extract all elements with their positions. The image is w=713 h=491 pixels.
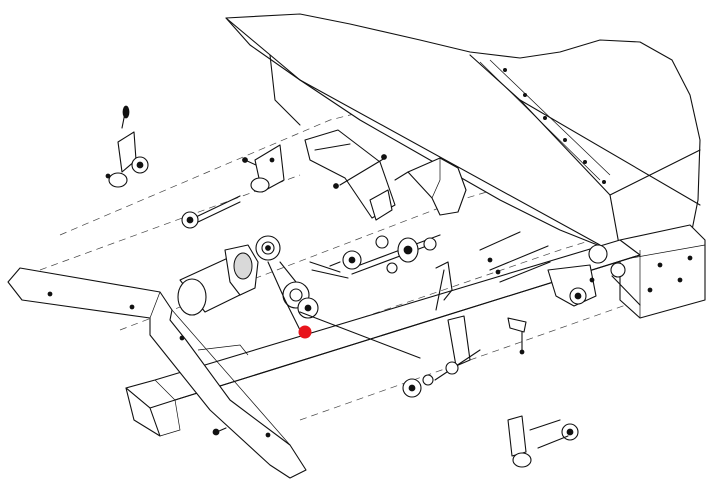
belt-shield	[394, 157, 467, 216]
adjuster-pin	[507, 317, 527, 355]
curved-arm-guard	[7, 267, 307, 479]
housing-rivets	[502, 68, 607, 184]
vertical-bracket-right	[402, 261, 481, 398]
idler-sprocket-left	[255, 235, 281, 261]
machine-housing	[225, 13, 706, 319]
tensioner-bracket-top-left	[105, 105, 149, 188]
small-sprocket-upper	[181, 195, 241, 229]
mounting-plate-center	[304, 129, 396, 221]
main-shaft-assembly	[299, 234, 441, 359]
tensioner-bracket-bottom-right	[507, 415, 579, 468]
callout-marker	[298, 325, 312, 339]
double-sprocket-center	[267, 261, 319, 331]
drive-bracket-right	[547, 244, 641, 307]
threaded-rods-right	[479, 231, 551, 283]
drive-motor	[177, 244, 259, 316]
bearing-bracket-upper	[242, 144, 285, 193]
bolt-bottom	[212, 427, 227, 436]
